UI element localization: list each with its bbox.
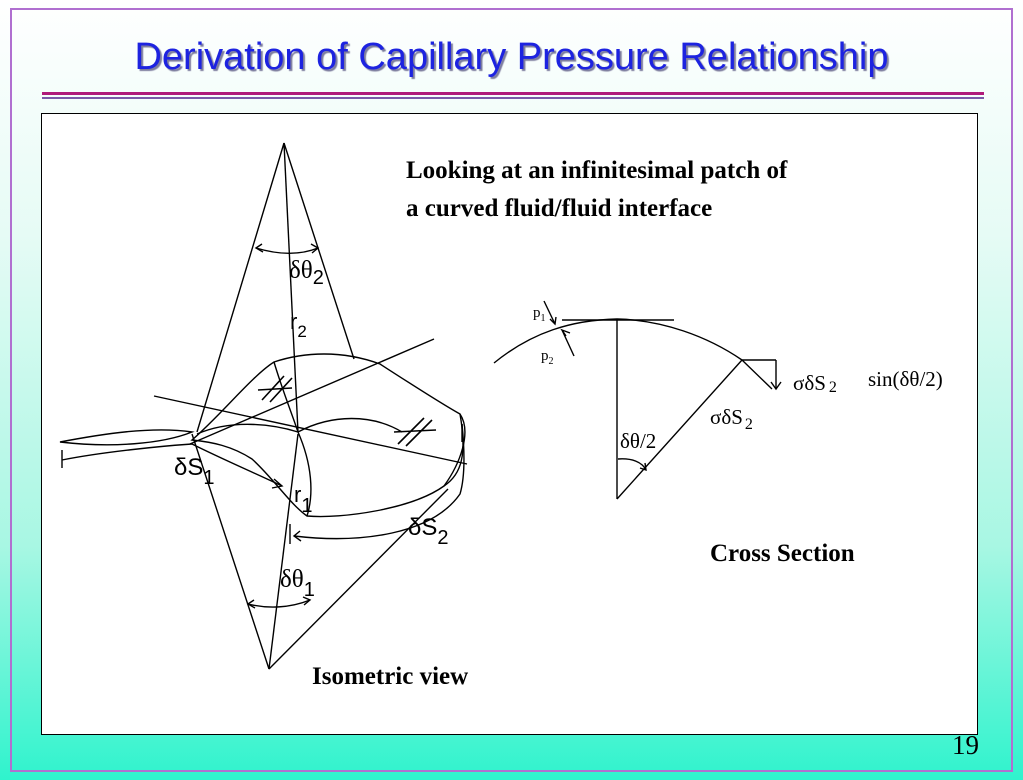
iso-cone-line-left-lower bbox=[191, 433, 270, 670]
label-r1: r1 bbox=[294, 482, 312, 517]
label-dS1: δS1 bbox=[174, 454, 215, 489]
title-underline bbox=[42, 92, 984, 95]
cross-force-vertical-arrowhead bbox=[770, 381, 782, 391]
iso-dtheta2-arc bbox=[255, 247, 319, 254]
label-dS2-sub: 2 bbox=[437, 527, 449, 549]
isometric-caption: Isometric view bbox=[312, 663, 469, 690]
iso-dtheta2-arrow-left bbox=[254, 243, 264, 253]
iso-dtheta1-arrow-left bbox=[246, 599, 256, 609]
iso-dtheta1-arc bbox=[247, 599, 311, 608]
iso-patch-outline bbox=[190, 353, 466, 518]
slide-frame bbox=[10, 8, 1013, 772]
iso-patch-edge-thickness bbox=[443, 413, 464, 487]
label-force-sub: 2 bbox=[744, 416, 753, 433]
iso-axis-cross-2 bbox=[189, 338, 435, 445]
cross-arc bbox=[493, 318, 743, 364]
cross-p2-arrowhead bbox=[560, 328, 571, 337]
iso-cone-line-right-lower bbox=[268, 488, 449, 670]
label-dtheta1-symbol: δθ bbox=[280, 566, 304, 593]
cross-section-caption: Cross Section bbox=[710, 540, 855, 567]
label-vertical-force-sub: 2 bbox=[828, 379, 837, 396]
label-r2-sub: 2 bbox=[297, 322, 307, 341]
label-dS2: δS2 bbox=[408, 514, 449, 549]
cross-half-angle-arrowhead bbox=[639, 462, 647, 472]
label-r1-symbol: r bbox=[294, 482, 302, 507]
diagram-drawing bbox=[59, 142, 782, 670]
label-dtheta2: δθ2 bbox=[289, 257, 324, 289]
iso-hatch-left bbox=[257, 375, 293, 403]
iso-cone-line-right-upper bbox=[283, 142, 355, 360]
slide-title: Derivation of Capillary Pressure Relatio… bbox=[134, 36, 889, 78]
label-sin-term: sin(δθ/2) bbox=[868, 367, 943, 391]
label-p1-symbol: p bbox=[533, 305, 541, 321]
iso-axis-lower bbox=[268, 433, 299, 670]
iso-dS1-dimension bbox=[61, 443, 193, 461]
iso-patch-midline bbox=[196, 417, 403, 435]
label-dtheta2-symbol: δθ bbox=[289, 257, 313, 284]
title-underline-secondary bbox=[42, 97, 984, 99]
iso-axis-cross-1 bbox=[153, 395, 468, 465]
diagram-panel: Looking at an infinitesimal patch of a c… bbox=[41, 113, 978, 735]
label-vertical-force-symbol: σδS bbox=[793, 371, 826, 395]
cross-p2-arrow bbox=[561, 329, 575, 357]
iso-cone-line-left-upper bbox=[196, 142, 285, 433]
label-p2-sub: 2 bbox=[548, 356, 554, 367]
label-r2-symbol: r bbox=[290, 309, 298, 334]
label-dtheta1: δθ1 bbox=[280, 566, 315, 601]
label-p2: p2 bbox=[541, 347, 554, 367]
iso-dS1-arrow-line bbox=[191, 443, 283, 487]
iso-dS2-arrowhead bbox=[292, 530, 302, 542]
cross-radius-slanted bbox=[616, 359, 743, 500]
iso-dS2-dimension bbox=[293, 423, 465, 540]
label-dtheta1-sub: 1 bbox=[303, 579, 315, 601]
label-dtheta2-sub: 2 bbox=[312, 267, 324, 289]
label-half-angle: δθ/2 bbox=[620, 429, 657, 453]
iso-dtheta2-arrow-right bbox=[310, 243, 320, 254]
cross-force-diagonal bbox=[741, 359, 773, 390]
page-number: 19 bbox=[952, 730, 979, 760]
iso-dS1-arrowhead bbox=[271, 478, 284, 489]
label-r2: r2 bbox=[290, 309, 307, 341]
cross-p1-arrowhead bbox=[549, 316, 557, 326]
label-force-symbol: σδS bbox=[710, 405, 743, 429]
cross-half-angle-arc bbox=[617, 458, 647, 471]
iso-axis-upper bbox=[283, 142, 299, 433]
iso-hatch-right bbox=[393, 417, 437, 447]
label-r1-sub: 1 bbox=[301, 495, 313, 517]
iso-left-wing bbox=[59, 429, 195, 446]
cross-p1-arrow bbox=[543, 300, 556, 325]
label-p1: p1 bbox=[533, 304, 546, 324]
iso-patch-seam-1 bbox=[273, 361, 299, 433]
intro-line-1: Looking at an infinitesimal patch of bbox=[406, 157, 788, 184]
iso-dtheta1-arrow-right bbox=[302, 596, 312, 606]
intro-line-2: a curved fluid/fluid interface bbox=[406, 195, 713, 222]
label-dS2-symbol: δS bbox=[408, 514, 438, 541]
label-p2-symbol: p bbox=[541, 348, 549, 364]
label-p1-sub: 1 bbox=[540, 313, 546, 324]
label-dS1-symbol: δS bbox=[174, 454, 204, 481]
label-dS1-sub: 1 bbox=[203, 467, 215, 489]
iso-patch-seam-2 bbox=[297, 431, 312, 517]
